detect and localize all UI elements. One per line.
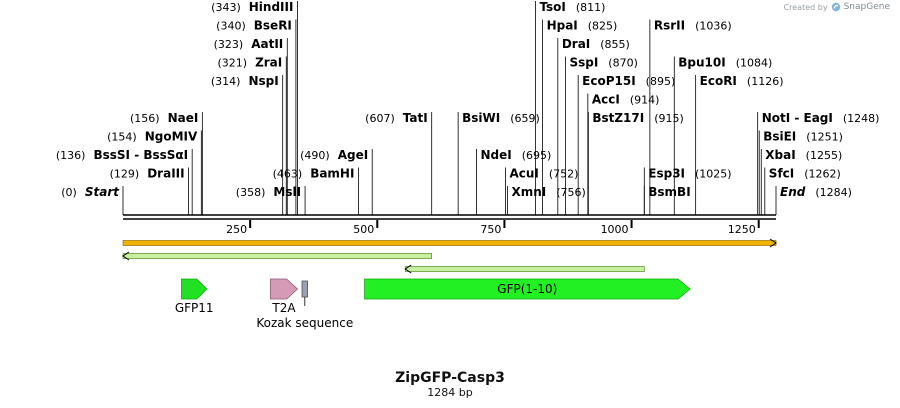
site-position: (1025) (695, 168, 732, 181)
site-name[interactable]: Bpu10I (678, 56, 725, 70)
site-name[interactable]: NdeI (480, 148, 511, 162)
site-name[interactable]: Esp3I (648, 167, 685, 181)
site-name[interactable]: BseRI (254, 19, 292, 33)
site-position: (1262) (804, 168, 841, 181)
site-name[interactable]: End (780, 185, 806, 199)
orf-arrowhead (769, 238, 777, 248)
site-position: (914) (630, 94, 660, 107)
feature-t2a[interactable] (270, 278, 299, 300)
site-position: (0) (61, 186, 77, 199)
site-position: (895) (646, 75, 676, 88)
site-position: (855) (600, 38, 630, 51)
site-name[interactable]: NspI (248, 74, 278, 88)
site-name[interactable]: SfcI (769, 167, 794, 181)
site-name[interactable]: NotI - EagI (762, 111, 833, 125)
site-position: (154) (107, 131, 137, 144)
site-name[interactable]: BstZ17I (592, 111, 644, 125)
site-position: (1248) (843, 112, 880, 125)
site-position: (659) (510, 112, 540, 125)
ruler-tick-label: 500 (353, 223, 374, 236)
site-name[interactable]: NgoMIV (145, 130, 198, 144)
site-name[interactable]: Start (85, 185, 120, 199)
site-position: (156) (130, 112, 160, 125)
site-name[interactable]: DraIII (147, 167, 184, 181)
site-position: (323) (214, 38, 244, 51)
site-position: (1255) (806, 149, 843, 162)
site-position: (756) (556, 186, 586, 199)
site-name[interactable]: RsrII (654, 19, 685, 33)
feature-label: GFP(1-10) (497, 282, 557, 296)
site-position: (607) (365, 112, 395, 125)
site-position: (321) (217, 57, 247, 70)
site-name[interactable]: BamHI (310, 167, 354, 181)
site-name[interactable]: DraI (562, 37, 590, 51)
site-position: (1084) (736, 57, 773, 70)
site-position: (695) (522, 149, 552, 162)
site-name[interactable]: XmnI (511, 185, 546, 199)
map-length: 1284 bp (427, 386, 473, 399)
feature-label: T2A (271, 301, 296, 315)
credit-prefix: Created by (783, 2, 828, 12)
site-position: (752) (549, 168, 579, 181)
site-name[interactable]: NaeI (168, 111, 199, 125)
site-name[interactable]: EcoP15I (582, 74, 636, 88)
site-name[interactable]: ZraI (255, 56, 282, 70)
orf-bar[interactable] (404, 266, 645, 272)
site-name[interactable]: BsiEI (763, 130, 796, 144)
site-position: (1036) (695, 20, 732, 33)
site-position: (343) (211, 1, 241, 14)
site-position: (358) (236, 186, 266, 199)
site-position: (1251) (806, 131, 843, 144)
map-title: ZipGFP-Casp3 (395, 370, 505, 386)
site-position: (870) (608, 57, 638, 70)
site-name[interactable]: AatII (251, 37, 283, 51)
ruler-tick-label: 750 (480, 223, 501, 236)
site-position: (314) (211, 75, 241, 88)
site-name[interactable]: AgeI (338, 148, 368, 162)
orf-arrowhead (404, 264, 412, 274)
site-name[interactable]: HpaI (547, 19, 578, 33)
site-position: (915) (654, 112, 684, 125)
site-position: (1126) (747, 75, 784, 88)
site-name[interactable]: BsmBI (648, 185, 690, 199)
feature-gfp-1-10-[interactable] (364, 278, 691, 300)
orf-bar[interactable] (122, 253, 433, 259)
site-name[interactable]: XbaI (765, 148, 795, 162)
feature-label: Kozak sequence (256, 316, 353, 330)
ruler-tick-label: 1250 (728, 223, 756, 236)
site-name[interactable]: EcoRI (700, 74, 737, 88)
site-name[interactable]: BsiWI (462, 111, 500, 125)
site-name[interactable]: HindIII (249, 0, 294, 14)
feature-label: GFP11 (175, 301, 214, 315)
site-position: (811) (576, 1, 606, 14)
site-name[interactable]: TatI (403, 111, 428, 125)
credit: Created by SnapGene (784, 2, 890, 12)
site-name[interactable]: AccI (592, 93, 620, 107)
site-name[interactable]: SspI (569, 56, 598, 70)
site-position: (825) (588, 20, 618, 33)
orf-bar[interactable] (122, 240, 777, 246)
site-position: (463) (273, 168, 303, 181)
orf-arrowhead (122, 251, 130, 261)
ruler-tick-label: 250 (226, 223, 247, 236)
feature-gfp11[interactable] (181, 278, 208, 300)
site-position: (490) (300, 149, 330, 162)
site-position: (136) (56, 149, 86, 162)
site-position: (129) (110, 168, 140, 181)
feature-kozak-sequence[interactable] (301, 280, 309, 298)
site-name[interactable]: TsoI (539, 0, 565, 14)
site-name[interactable]: AcuI (509, 167, 538, 181)
site-position: (340) (216, 20, 246, 33)
ruler-tick-label: 1000 (601, 223, 629, 236)
snapgene-logo-icon (831, 2, 840, 12)
credit-brand: SnapGene (843, 2, 890, 12)
site-position: (1284) (815, 186, 852, 199)
plasmid-map: 250 500 750 1000 1250 Start (0) DraIII (129) BssS… (56, 0, 880, 330)
site-name[interactable]: BssSI - BssSαI (93, 148, 188, 162)
